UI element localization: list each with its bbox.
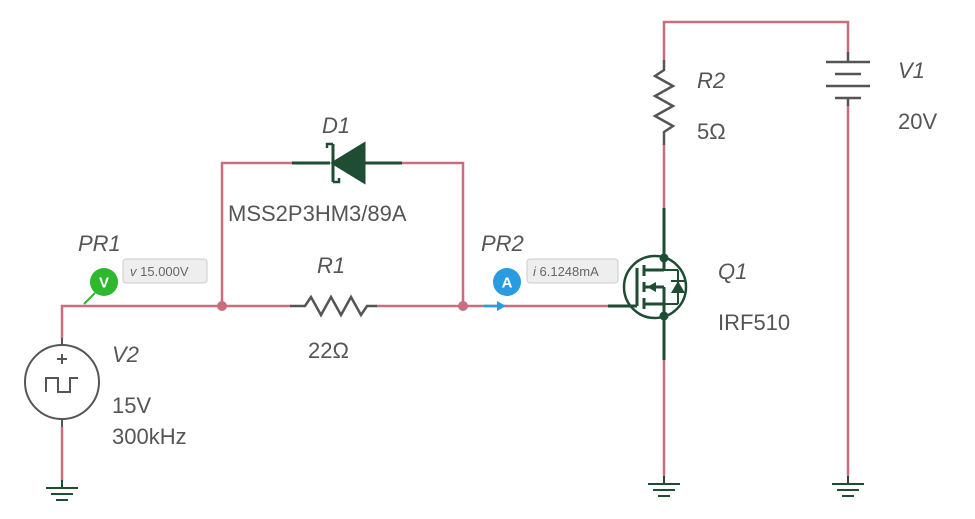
- v2-source[interactable]: V2 15V 300kHz: [24, 338, 187, 449]
- v1-dc-source[interactable]: V1 20V: [826, 52, 937, 134]
- pr1-voltage-probe[interactable]: PR1 V v 15.000V: [78, 231, 208, 305]
- pr1-readout-box: [122, 258, 208, 284]
- wire-d1-left[interactable]: [220, 161, 294, 308]
- v2-value-label: 15V: [112, 393, 151, 418]
- nmos-transistor-icon: [608, 208, 688, 360]
- ground-icon: [46, 480, 78, 501]
- r1-value-label: 22Ω: [308, 338, 349, 363]
- junction-node-left[interactable]: [217, 301, 227, 311]
- ground-icon: [832, 476, 864, 497]
- pr2-ref-label: PR2: [481, 231, 524, 256]
- v1-ref-label: V1: [898, 58, 925, 83]
- r1-resistor[interactable]: R1 22Ω: [290, 253, 377, 363]
- resistor-icon: [652, 60, 676, 145]
- q1-model-label: IRF510: [718, 310, 790, 335]
- current-probe-icon: A: [493, 268, 521, 296]
- pr1-type-letter: V: [99, 275, 109, 292]
- square-wave-source-icon: [24, 338, 100, 427]
- wire-supply-top[interactable]: [662, 20, 850, 62]
- pr2-readout: i 6.1248mA: [533, 264, 599, 279]
- pr1-readout-value: 15.000V: [140, 264, 189, 279]
- pr2-readout-value: 6.1248mA: [540, 264, 600, 279]
- drain-node-dot: [659, 253, 669, 263]
- d1-diode[interactable]: D1 MSS2P3HM3/89A: [228, 113, 407, 226]
- r2-value-label: 5Ω: [697, 119, 726, 144]
- pr1-readout-prefix: v: [130, 264, 140, 279]
- q1-ref-label: Q1: [718, 259, 747, 284]
- v2-frequency-label: 300kHz: [112, 424, 187, 449]
- schottky-diode-icon: [292, 141, 402, 185]
- pr1-ref-label: PR1: [78, 231, 121, 256]
- wire-v2-top[interactable]: [60, 304, 224, 340]
- r2-ref-label: R2: [697, 68, 725, 93]
- pr2-readout-box: [526, 258, 619, 284]
- pr2-readout-prefix: i: [533, 264, 540, 279]
- r2-resistor[interactable]: R2 5Ω: [652, 60, 726, 145]
- pr2-type-letter: A: [502, 275, 513, 292]
- v2-ref-label: V2: [112, 342, 139, 367]
- d1-model-label: MSS2P3HM3/89A: [228, 201, 407, 226]
- probe-lead: [83, 292, 96, 305]
- ground-icon: [648, 476, 680, 497]
- d1-ref-label: D1: [322, 113, 350, 138]
- body-diode-triangle: [671, 281, 685, 293]
- wires: [60, 20, 850, 482]
- pr1-readout: v 15.000V: [130, 264, 189, 279]
- r1-ref-label: R1: [317, 253, 345, 278]
- v1-value-label: 20V: [898, 109, 937, 134]
- q1-mosfet[interactable]: Q1 IRF510: [608, 208, 790, 360]
- junction-node-right[interactable]: [458, 301, 468, 311]
- dc-battery-icon: [826, 52, 870, 106]
- current-direction-arrow-icon: [484, 301, 506, 311]
- resistor-icon: [290, 294, 377, 318]
- source-node-dot: [659, 311, 669, 321]
- wire-d1-right[interactable]: [400, 161, 465, 308]
- pr2-current-probe[interactable]: PR2 A i 6.1248mA: [481, 231, 619, 311]
- body-arrow: [647, 282, 656, 292]
- voltage-probe-icon: V: [90, 268, 118, 296]
